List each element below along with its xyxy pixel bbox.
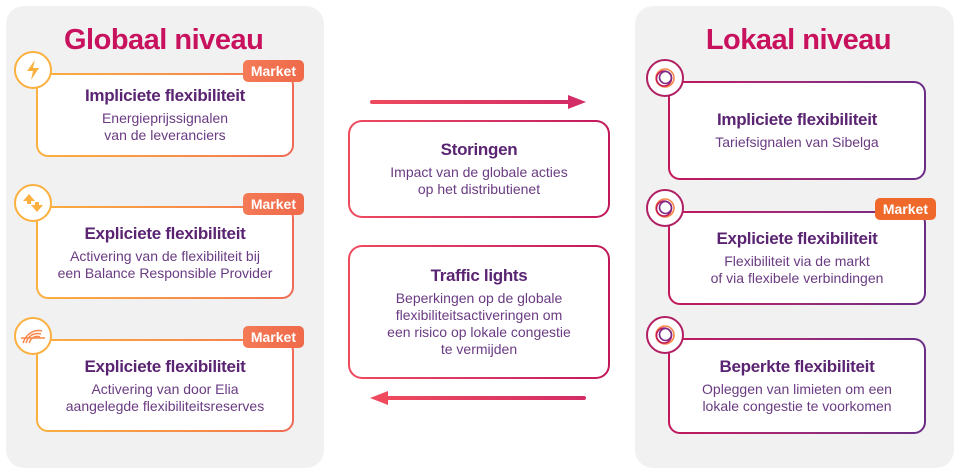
traffic-lights-box: Traffic lights Beperkingen op de globale… <box>348 245 610 379</box>
card-description: Activering van door Elia aangelegde flex… <box>65 380 265 414</box>
card-title: Expliciete flexibiliteit <box>84 356 246 376</box>
global-card-explicit-brp: Expliciete flexibiliteit Activering van … <box>14 184 304 299</box>
arrow-right-icon <box>370 95 586 109</box>
storingen-box: Storingen Impact van de globale acties o… <box>348 120 610 218</box>
traffic-lights-title: Traffic lights <box>430 266 528 285</box>
market-badge: Market <box>242 326 304 348</box>
global-card-explicit-elia: Expliciete flexibiliteit Activering van … <box>14 317 304 432</box>
card-description: Energieprijssignalen van de leveranciers <box>101 110 229 143</box>
global-card-implicit: Impliciete flexibiliteit Energieprijssig… <box>14 51 304 157</box>
global-level-panel: Globaal niveau Impliciete flexibiliteit … <box>6 6 324 468</box>
lightning-icon <box>14 51 52 89</box>
sibelga-rings-icon <box>646 316 684 354</box>
traffic-lights-description: Beperkingen op de globale flexibiliteits… <box>387 290 571 357</box>
card-title: Beperkte flexibiliteit <box>719 357 875 376</box>
sibelga-rings-icon <box>646 189 684 227</box>
card-title: Impliciete flexibiliteit <box>84 86 245 105</box>
card-description: Activering van de flexibiliteit bij een … <box>57 247 273 281</box>
market-badge: Market <box>242 60 304 82</box>
market-badge: Market <box>242 193 304 215</box>
local-card-limited: Beperkte flexibiliteit Opleggen van limi… <box>646 316 926 434</box>
card-title: Expliciete flexibiliteit <box>84 223 246 243</box>
local-card-implicit: Impliciete flexibiliteit Tariefsignalen … <box>646 59 926 180</box>
local-level-title: Lokaal niveau <box>705 24 892 56</box>
local-card-explicit: Expliciete flexibiliteit Flexibiliteit v… <box>646 189 936 305</box>
card-description: Opleggen van limieten om een lokale cong… <box>702 381 892 414</box>
market-badge: Market <box>874 198 936 220</box>
elia-swirl-icon <box>14 317 52 355</box>
storingen-title: Storingen <box>440 140 518 159</box>
arrow-left-icon <box>370 391 586 405</box>
card-description: Flexibiliteit via de markt of via flexib… <box>710 253 884 286</box>
sibelga-rings-icon <box>646 59 684 97</box>
storingen-description: Impact van de globale acties op het dist… <box>390 164 568 197</box>
local-level-panel: Lokaal niveau Impliciete flexibiliteit T… <box>635 6 954 468</box>
card-title: Impliciete flexibiliteit <box>716 110 877 129</box>
card-title: Expliciete flexibiliteit <box>716 229 878 248</box>
card-description: Tariefsignalen van Sibelga <box>715 134 879 150</box>
up-down-arrows-icon <box>14 184 52 222</box>
global-level-title: Globaal niveau <box>64 24 264 56</box>
